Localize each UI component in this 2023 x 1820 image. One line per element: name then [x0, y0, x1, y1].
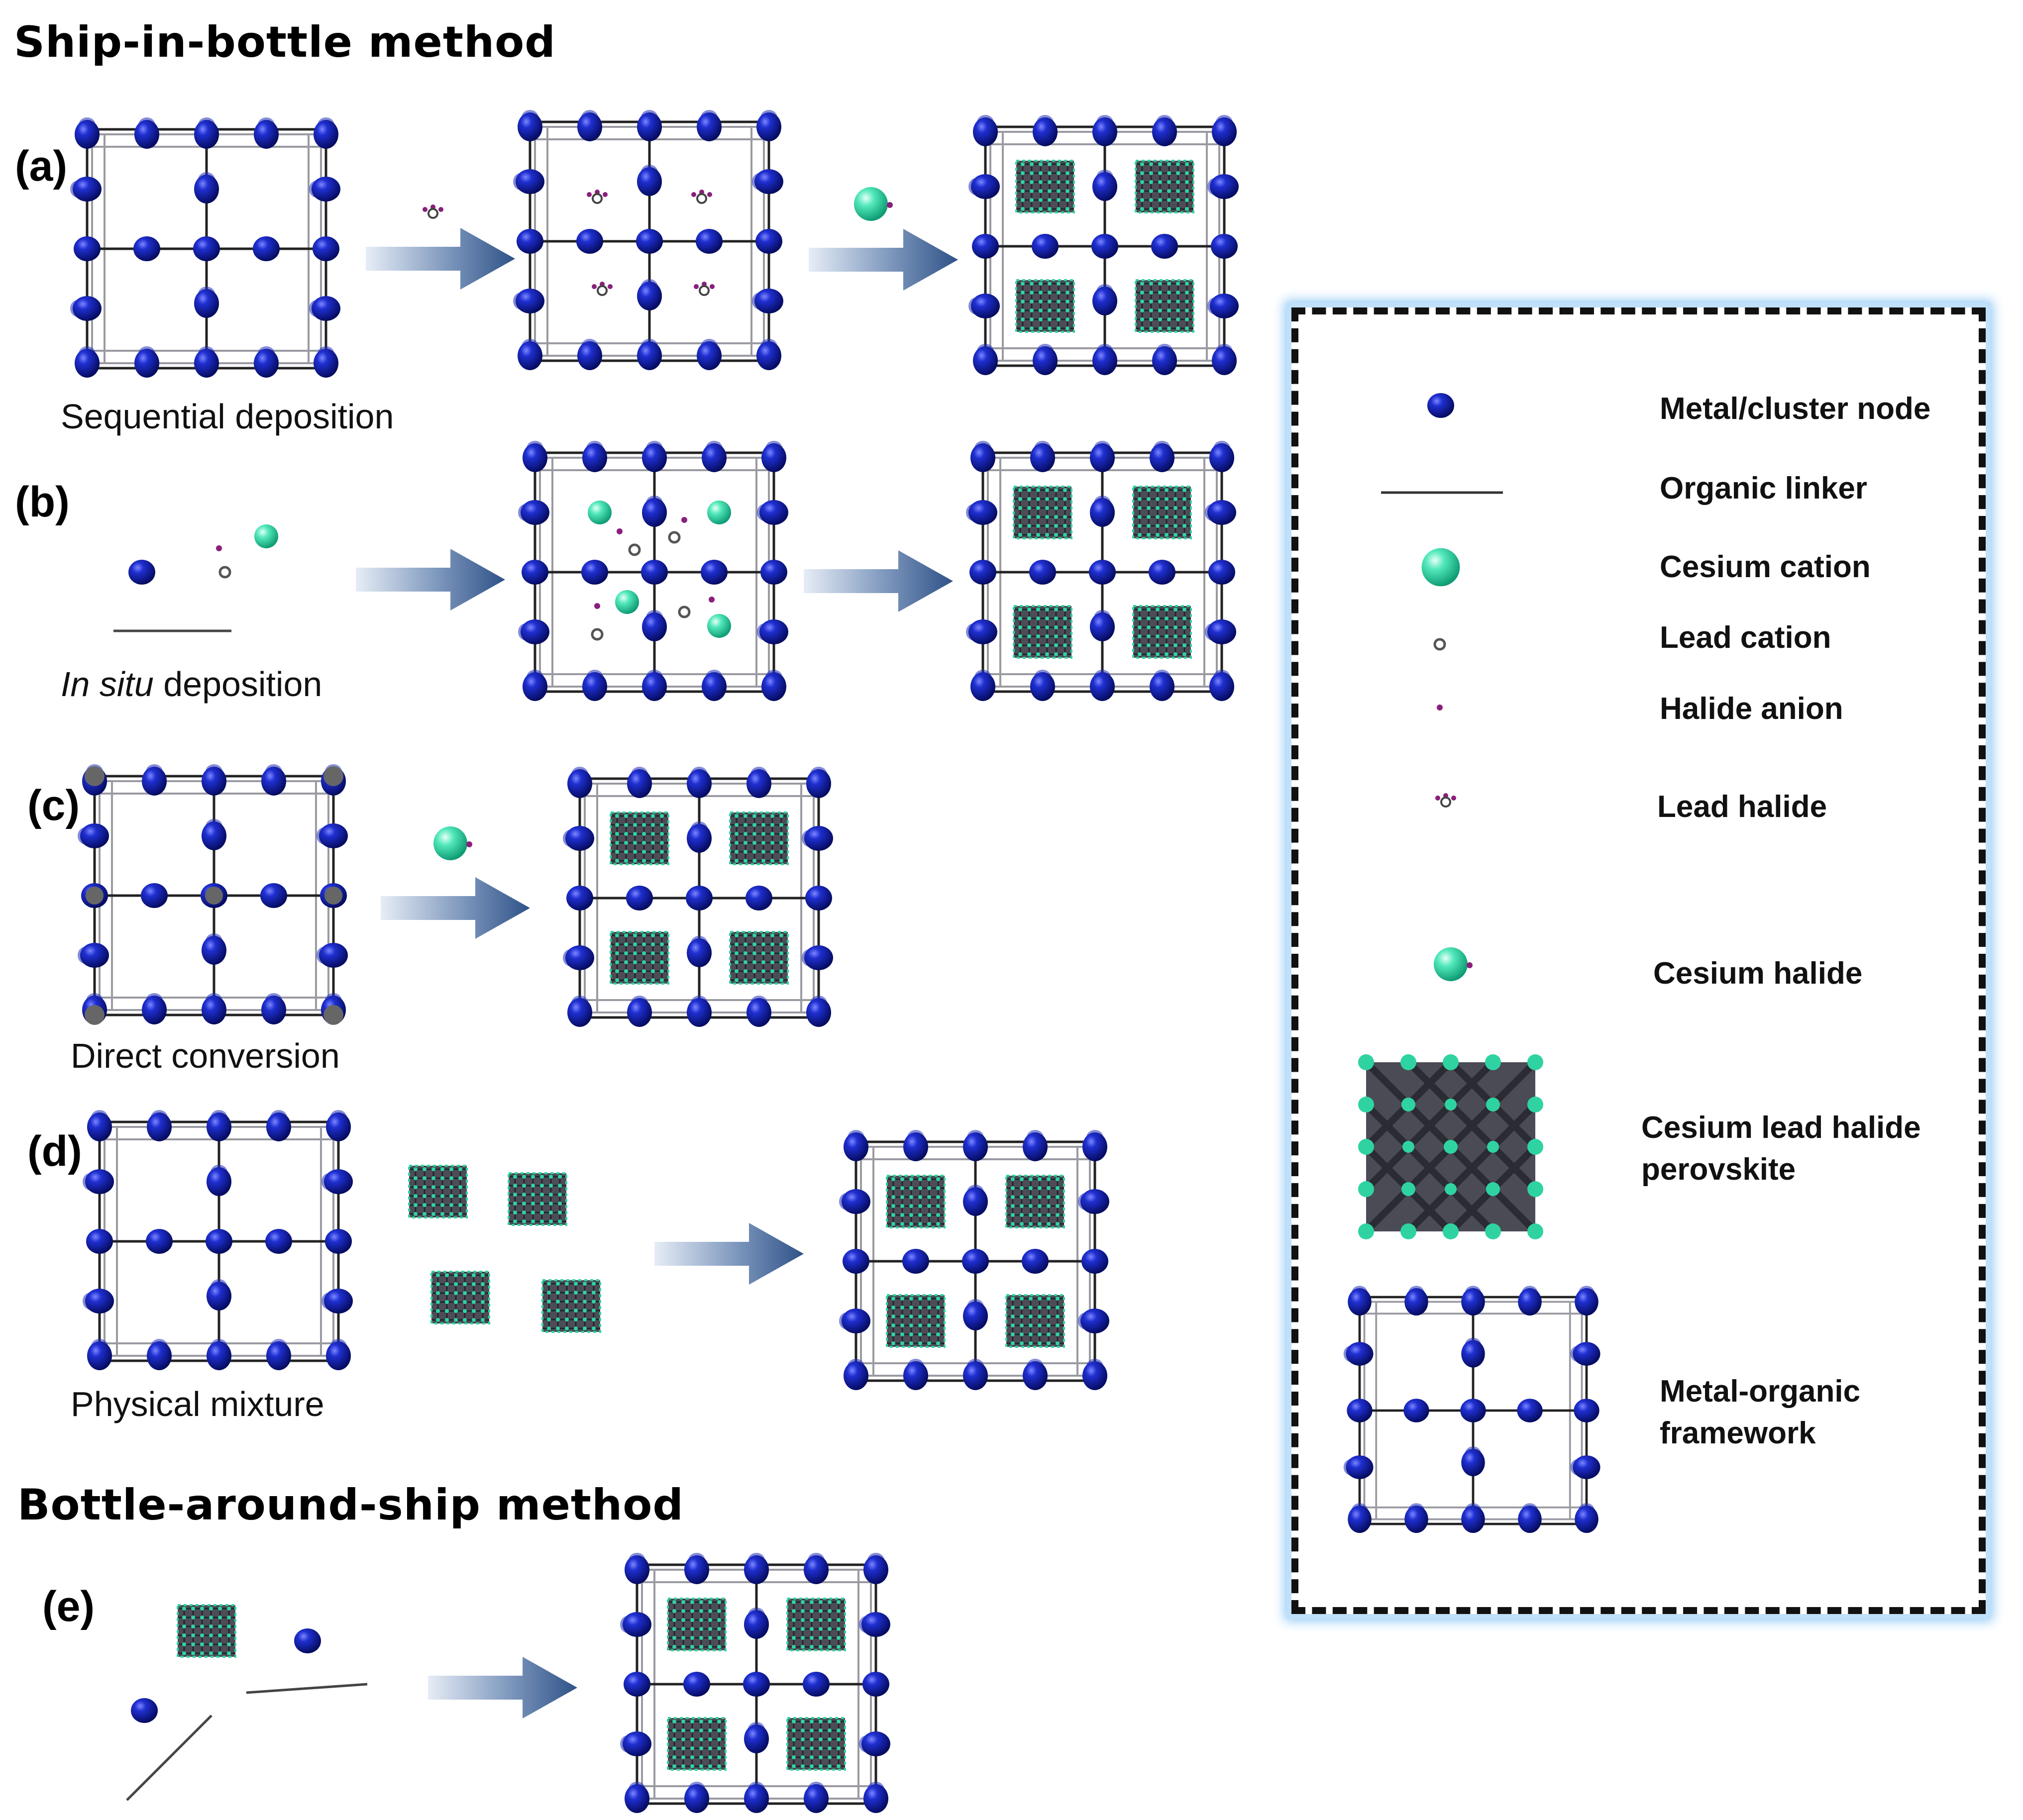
mof-perovskite-composite [839, 1130, 1109, 1390]
process-arrow [366, 228, 515, 290]
linker-reagent-icon [246, 1683, 368, 1694]
panel-c-diagram [78, 764, 833, 1027]
mof-with-lead-nodes [78, 764, 348, 1025]
legend-icons [1344, 393, 1600, 1533]
process-arrow [654, 1223, 804, 1285]
legend-label-halide-anion: Halide anion [1660, 692, 1843, 726]
cesium-halide-reagent-icon [854, 187, 893, 221]
legend-label-perovskite: Cesium lead halide perovskite [1641, 1107, 1921, 1191]
caption-in-situ-rest: deposition [153, 665, 322, 704]
panel-label-e: (e) [42, 1583, 95, 1630]
panel-b-diagram [113, 441, 1236, 701]
panel-label-a: (a) [15, 142, 68, 190]
panel-a-diagram [70, 110, 1239, 378]
perovskite-nanocrystal [177, 1604, 236, 1658]
caption-direct-conversion: Direct conversion [71, 1036, 340, 1075]
legend-label-mof: Metal-organic framework [1660, 1371, 1860, 1454]
mof-empty-structure [70, 117, 340, 378]
mof-perovskite-composite [966, 441, 1236, 701]
lead-halide-reagent-icon [422, 203, 444, 219]
panel-label-d: (d) [27, 1127, 82, 1175]
ship-in-bottle-heading: Ship-in-bottle method [14, 17, 556, 67]
legend-label-lead-cation: Lead cation [1660, 620, 1831, 655]
caption-physical-mixture: Physical mixture [71, 1385, 324, 1423]
metal-node-reagent-icon [294, 1628, 321, 1653]
halide-anion-reagent-icon [216, 545, 222, 551]
legend-mof-line1b: organic [1749, 1374, 1861, 1409]
linker-reagent-icon [126, 1715, 213, 1801]
legend-label-cesium-cation: Cesium cation [1660, 550, 1871, 584]
process-arrow [356, 549, 505, 610]
mof-with-lead-halide [513, 110, 783, 370]
legend-label-lead-halide: Lead halide [1657, 790, 1827, 824]
legend-perovskite-line2: perovskite [1641, 1152, 1796, 1187]
legend-perovskite-line1: Cesium lead halide [1641, 1111, 1921, 1145]
caption-in-situ-italic: In situ [61, 665, 154, 704]
perovskite-nanocrystals [408, 1165, 601, 1333]
panel-d-diagram [83, 1110, 1109, 1390]
process-arrow [809, 229, 958, 291]
panel-label-c: (c) [27, 782, 80, 829]
legend-label-metal-node: Metal/cluster node [1660, 392, 1931, 426]
legend-label-organic-linker: Organic linker [1660, 471, 1867, 506]
process-arrow [381, 877, 530, 939]
caption-in-situ-deposition: In situ deposition [61, 664, 322, 704]
mof-perovskite-composite [968, 115, 1239, 375]
legend-label-cesium-halide: Cesium halide [1653, 956, 1863, 991]
lead-cation-reagent-icon [220, 567, 230, 577]
mof-with-precursors [518, 441, 788, 701]
metal-node-reagent-icon [128, 560, 155, 585]
mof-perovskite-composite [563, 767, 833, 1027]
legend-mof-line2: framework [1660, 1416, 1816, 1450]
process-arrow [804, 550, 953, 612]
mof-empty-structure [83, 1110, 353, 1370]
process-arrow [428, 1657, 577, 1719]
metal-node-reagent-icon [131, 1698, 158, 1723]
legend-box [1291, 307, 1986, 1614]
cesium-cation-reagent-icon [254, 524, 278, 548]
mof-perovskite-composite [620, 1553, 890, 1813]
cesium-halide-reagent-icon [433, 826, 472, 860]
bottle-around-ship-heading: Bottle-around-ship method [17, 1480, 684, 1530]
panel-label-b: (b) [15, 478, 70, 526]
legend-mof-line1a: Metal- [1660, 1374, 1749, 1409]
panel-e-diagram [126, 1553, 890, 1813]
caption-sequential-deposition: Sequential deposition [61, 397, 394, 436]
